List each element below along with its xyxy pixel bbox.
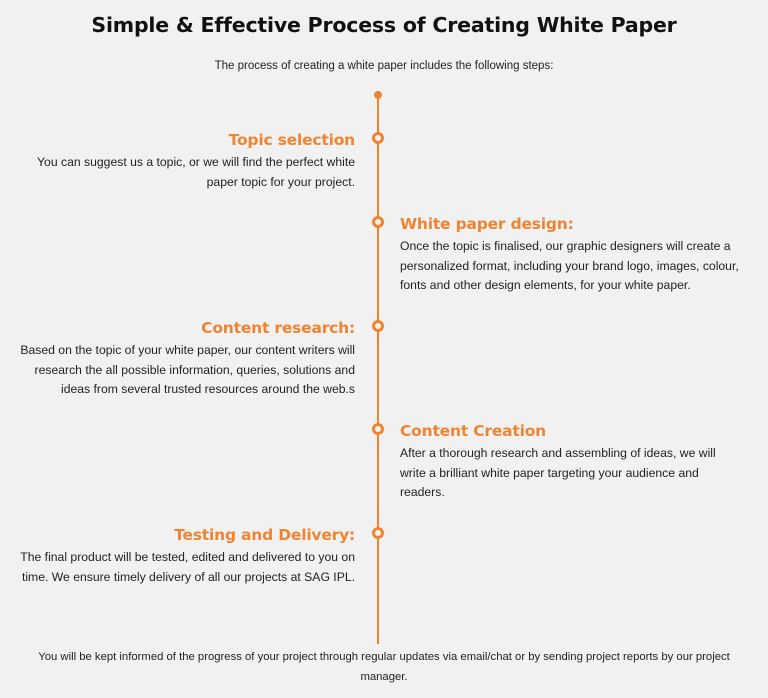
step-description: Once the topic is finalised, our graphic… [400,237,739,296]
step-description: After a thorough research and assembling… [400,444,716,503]
step-white-paper-design: White paper design: Once the topic is fi… [400,214,739,296]
step-title: White paper design: [400,215,574,233]
step-description-line: You can suggest us a topic, or we will f… [37,155,355,169]
step-title: Content research: [201,319,355,337]
step-description-line: paper topic for your project. [206,174,355,189]
step-marker-ring-icon [372,527,384,539]
step-description-line: write a brilliant white paper targeting … [400,465,699,480]
step-description-line: The final product will be tested, edited… [20,550,355,564]
footer-note: You will be kept informed of the progres… [20,647,748,687]
step-marker-ring-icon [372,132,384,144]
step-marker-ring-icon [372,423,384,435]
step-description-line: readers. [400,485,445,499]
step-description-line: personalized format, including your bran… [400,258,739,273]
step-title: Testing and Delivery: [174,526,355,544]
step-description-line: Once the topic is finalised, our graphic… [400,239,731,253]
step-description-line: ideas from several trusted resources aro… [61,382,355,396]
step-marker-ring-icon [372,320,384,332]
timeline-line [377,95,379,644]
step-description: Based on the topic of your white paper, … [20,341,355,400]
step-description-line: After a thorough research and assembling… [400,446,716,460]
step-title: Topic selection [228,131,356,149]
step-content-research: Content research: Based on the topic of … [20,318,355,400]
step-marker-ring-icon [372,216,384,228]
intro-text: The process of creating a white paper in… [214,60,554,72]
page-title: Simple & Effective Process of Creating W… [91,13,677,37]
step-testing-and-delivery: Testing and Delivery: The final product … [20,525,355,587]
step-description-line: research the all possible information, q… [34,362,355,377]
step-description: The final product will be tested, edited… [20,548,355,587]
step-description: You can suggest us a topic, or we will f… [37,153,355,192]
step-content-creation: Content Creation After a thorough resear… [400,421,716,503]
step-title: Content Creation [400,422,547,440]
step-description-line: time. We ensure timely delivery of all o… [21,569,355,584]
step-description-line: fonts and other design elements, for you… [400,278,691,292]
step-topic-selection: Topic selection You can suggest us a top… [37,130,355,192]
timeline-start-dot-icon [374,91,382,99]
step-description-line: Based on the topic of your white paper, … [20,343,355,357]
footer-note-line: manager. [360,671,408,683]
footer-note-line: You will be kept informed of the progres… [38,651,730,663]
